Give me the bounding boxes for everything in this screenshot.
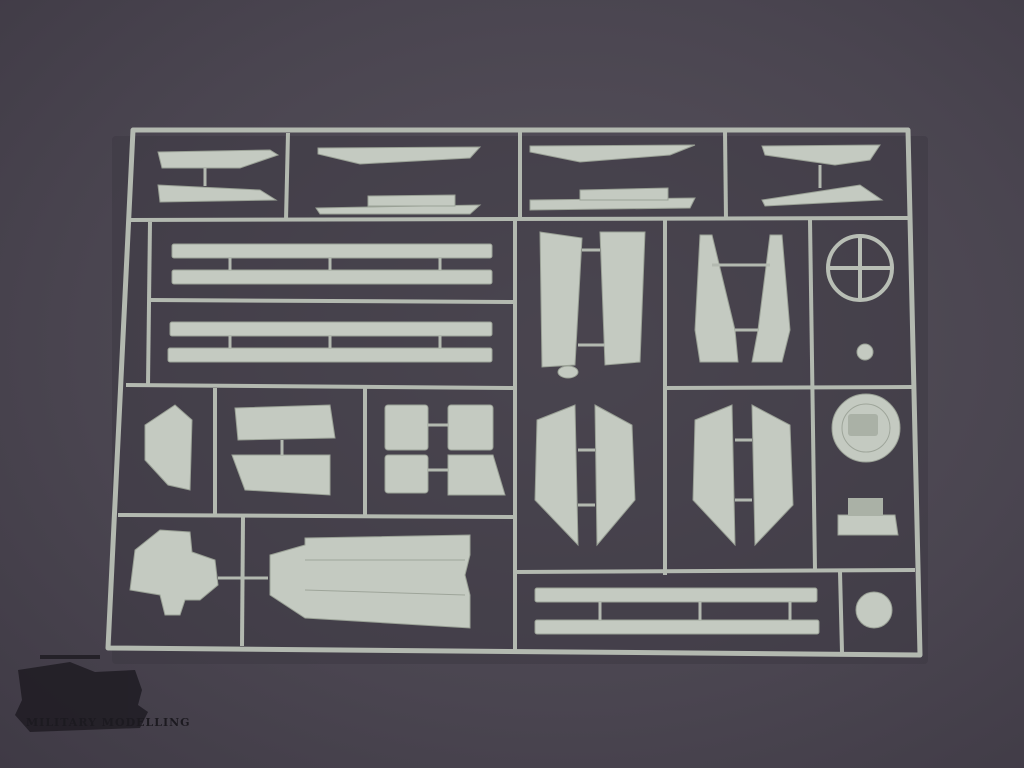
sprue-runners — [117, 130, 916, 653]
long-bar-parts — [167, 243, 493, 363]
watermark-title: MILITARY MODELLING — [26, 716, 191, 729]
bottom-bar-parts — [534, 587, 820, 635]
middle-right-parts — [534, 404, 794, 547]
bottom-left-parts — [129, 529, 471, 629]
watermark-logo — [15, 655, 148, 732]
top-row-parts — [157, 144, 884, 215]
center-panel-parts — [539, 231, 791, 379]
sprue-frame — [105, 127, 923, 658]
tank-silhouette-icon — [15, 662, 148, 732]
round-parts — [826, 234, 901, 629]
middle-left-parts — [144, 404, 506, 496]
